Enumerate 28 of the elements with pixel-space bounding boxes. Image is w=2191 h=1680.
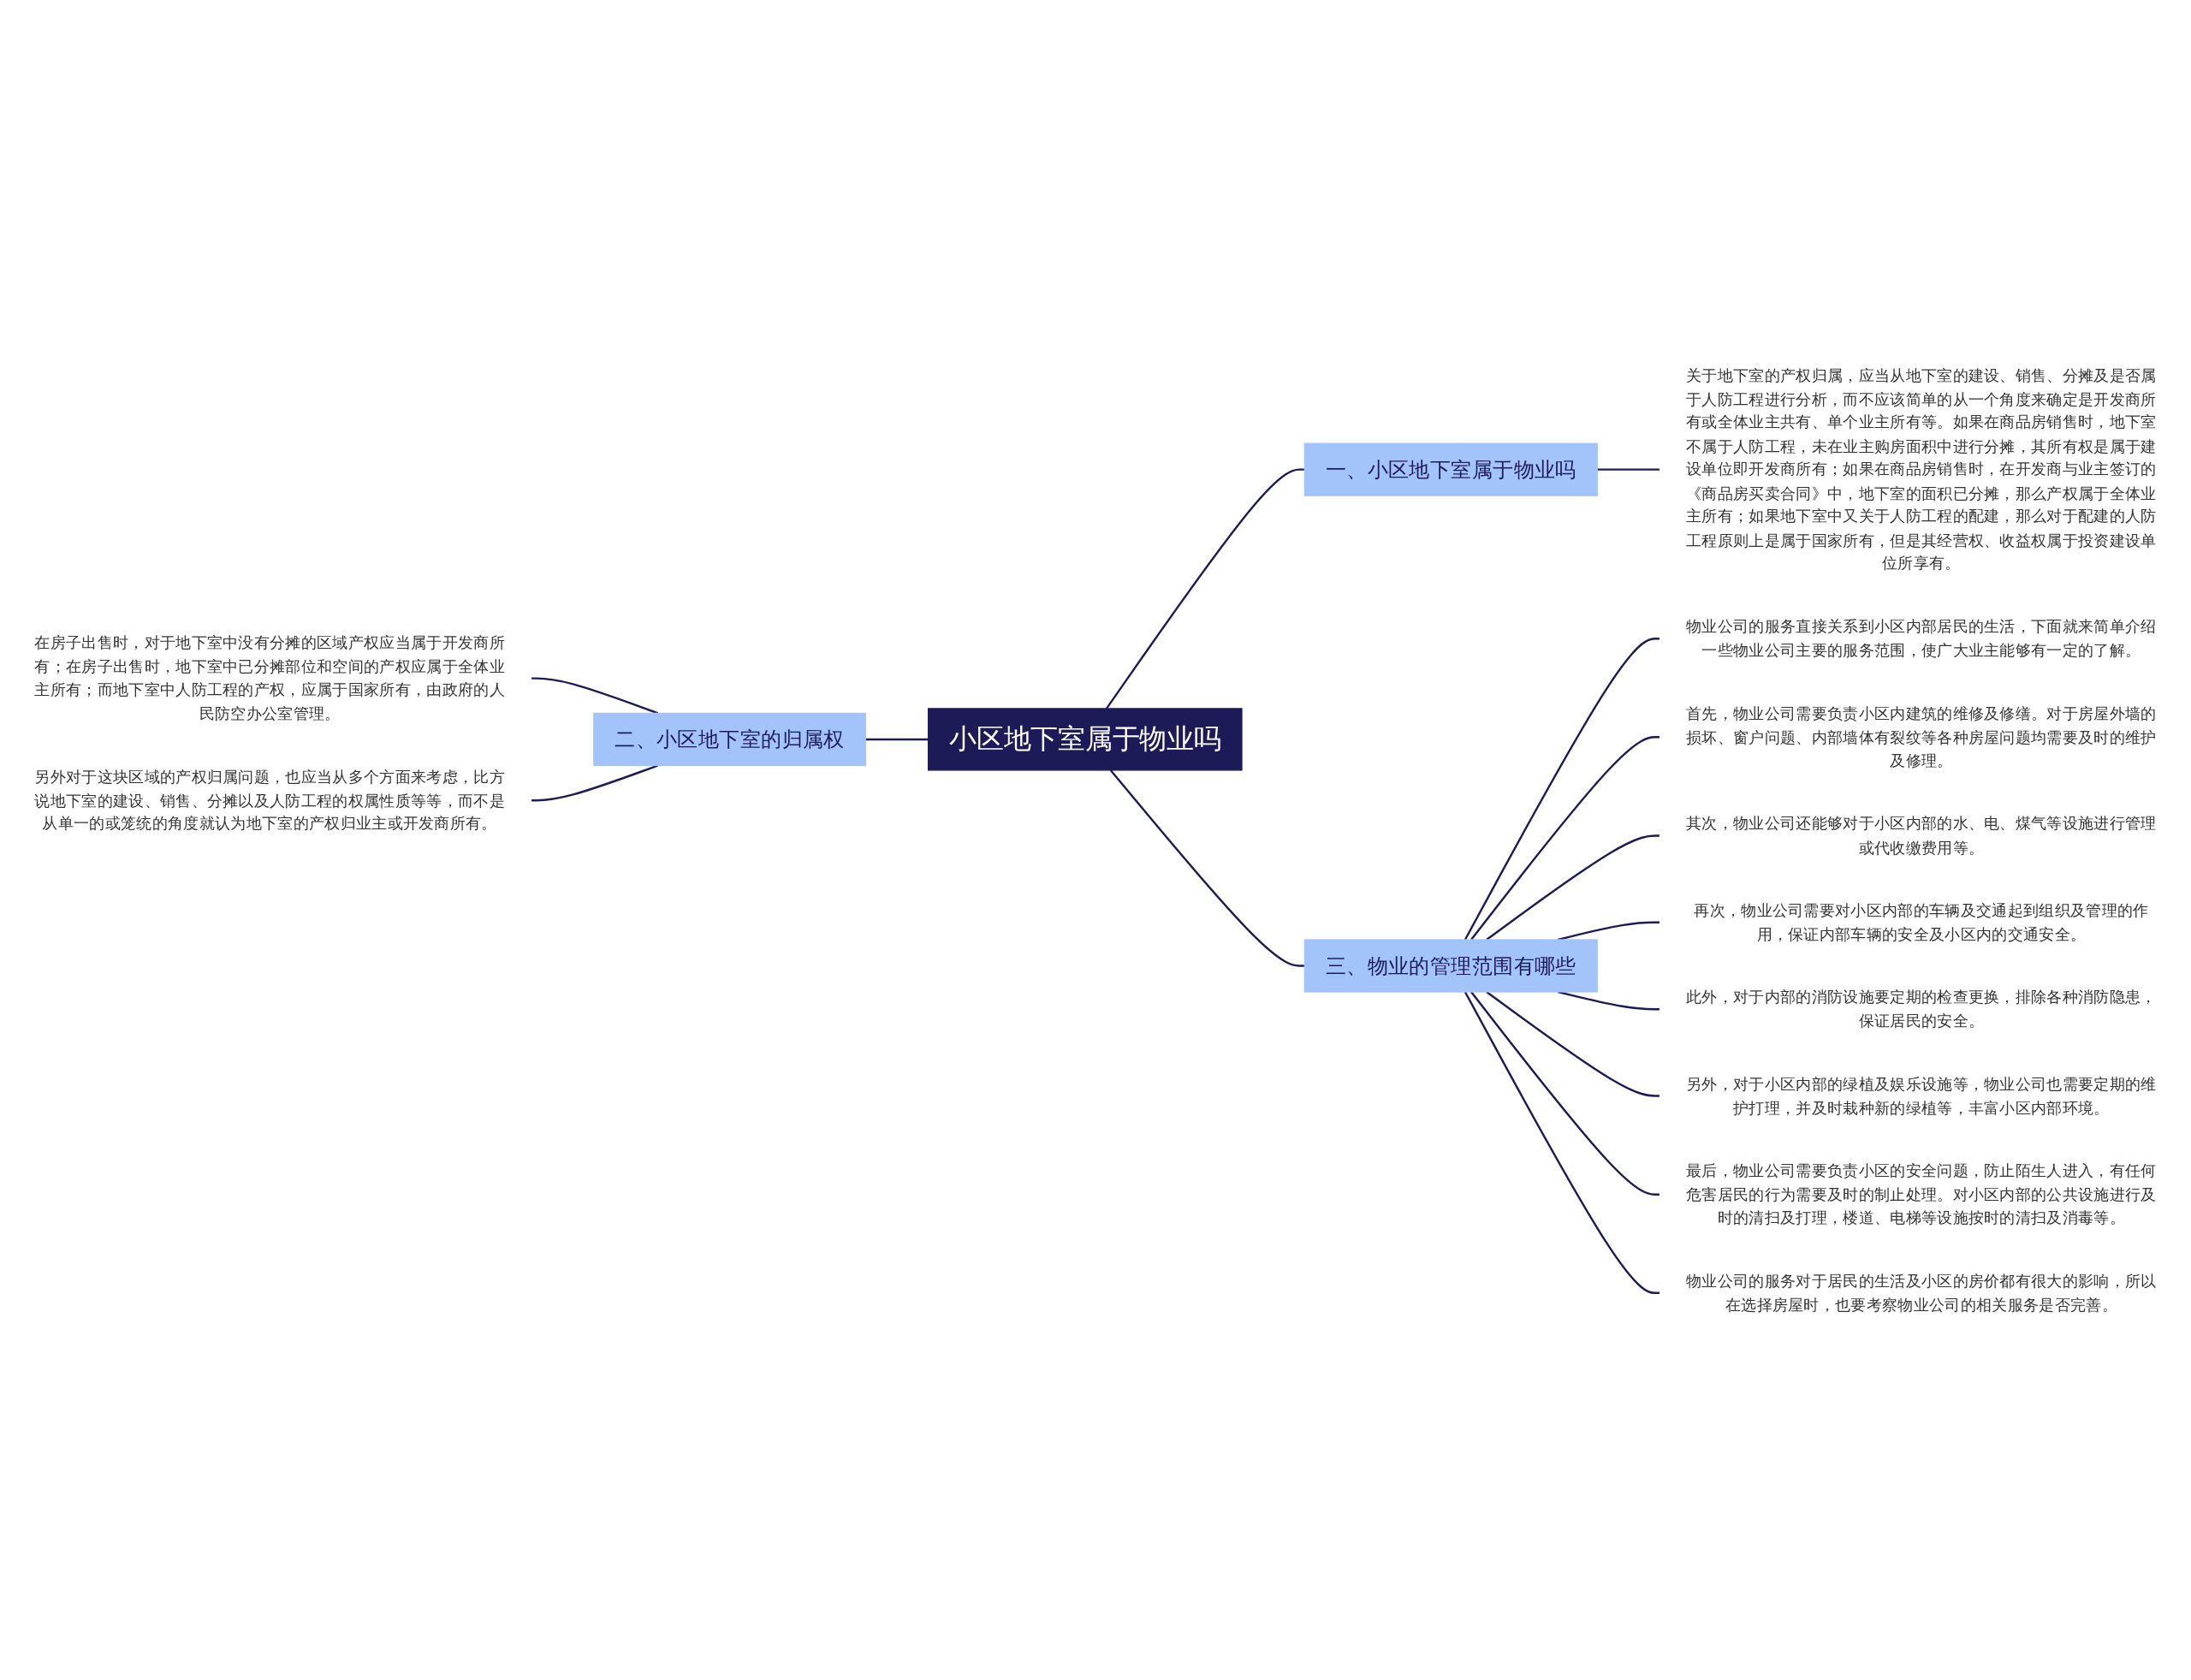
node-text: 另外，对于小区内部的绿植及娱乐设施等，物业公司也需要定期的维护打理，并及时栽种新的绿植等，丰富小区内部环境。 <box>1686 1074 2157 1117</box>
node-text: 最后，物业公司需要负责小区的安全问题，防止陌生人进入，有任何危害居民的行为需要及时的制止处理。对小区内部的公共设施进行及时的清扫及打理，楼道、电梯等设施按时的清扫及消毒等。 <box>1686 1161 2157 1227</box>
connector <box>865 738 929 740</box>
connector <box>531 677 659 715</box>
node-text: 物业公司的服务对于居民的生活及小区的房价都有很大的影响，所以在选择房屋时，也要考察物业公司的相关服务是否完善。 <box>1686 1271 2157 1315</box>
connector <box>1464 991 1660 1294</box>
connector <box>1558 990 1660 1011</box>
node-box: 二、小区地下室的归属权 <box>593 712 866 766</box>
connector <box>531 764 659 802</box>
node-box: 小区地下室属于物业吗 <box>927 708 1243 771</box>
connector <box>1470 735 1660 941</box>
node-text: 再次，物业公司需要对小区内部的车辆及交通起到组织及管理的作用，保证内部车辆的安全及小区内的交通安全。 <box>1694 900 2149 944</box>
node-text: 其次，物业公司还能够对于小区内部的水、电、煤气等设施进行管理或代收缴费用等。 <box>1686 814 2157 857</box>
connector <box>1109 769 1305 967</box>
node-box: 三、物业的管理范围有哪些 <box>1303 939 1598 993</box>
node-text: 关于地下室的产权归属，应当从地下室的建设、销售、分摊及是否属于人防工程进行分析，而不应该简单的从一个角度来确定是开发商所有或全体业主共有、单个业主所有等。如果在商品房销售时，地下室不属于人防工程，未在业主购房面积中进行分摊，其所有权是属于建设单位即开发商所有；如果在商品房销售时，在开发商与业主签订的《商品房买卖合同》中，地下室的面积已分摊，那么产权属于全体业主所有；如果地下室中又关于人防工程的配建，那么对于配建的人防工程原则上是属于国家所有，但是其经营权、收益权属于投资建设单位所享有。 <box>1686 365 2157 573</box>
connector <box>1597 468 1660 471</box>
node-text: 物业公司的服务直接关系到小区内部居民的生活，下面就来简单介绍一些物业公司主要的服务范围，使广大业主能够有一定的了解。 <box>1686 617 2157 660</box>
connector <box>1486 990 1660 1097</box>
node-text: 首先，物业公司需要负责小区内建筑的维修及修缮。对于房屋外墙的损坏、窗户问题、内部墙体有裂纹等各种房屋问题均需要及时的维护及修理。 <box>1686 703 2157 770</box>
node-box: 一、小区地下室属于物业吗 <box>1303 442 1598 496</box>
connector <box>1464 637 1660 941</box>
node-text: 此外，对于内部的消防设施要定期的检查更换，排除各种消防隐患，保证居民的安全。 <box>1686 988 2157 1030</box>
connector <box>1105 468 1305 709</box>
connector <box>1470 991 1660 1196</box>
node-text: 在房子出售时，对于地下室中没有分摊的区域产权应当属于开发商所有；在房子出售时，地下室中已分摊部位和空间的产权应属于全体业主所有；而地下室中人防工程的产权，应属于国家所有，由政府的人民防空办公室管理。 <box>34 632 505 723</box>
connector <box>1486 834 1660 941</box>
node-text: 另外对于这块区域的产权归属问题，也应当从多个方面来考虑，比方说地下室的建设、销售、分摊以及人防工程的权属性质等等，而不是从单一的或笼统的角度就认为地下室的产权归业主或开发商所有。 <box>34 767 505 834</box>
